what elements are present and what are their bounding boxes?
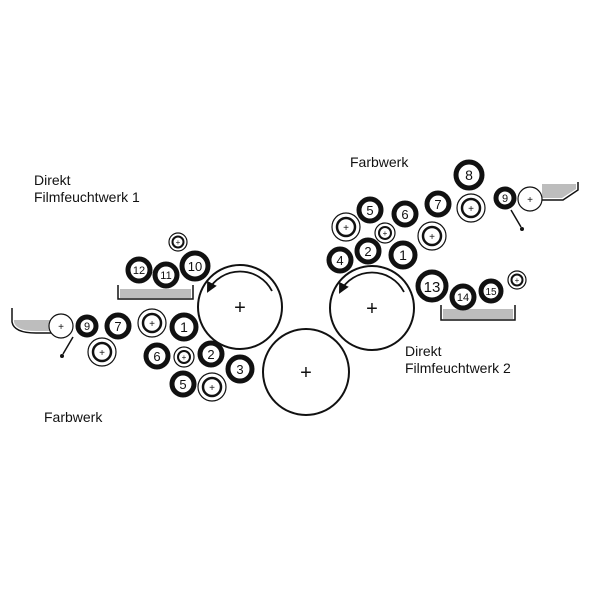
blanket-cylinder: + <box>262 328 350 416</box>
roller-left-9: 9 <box>75 314 99 338</box>
svg-text:+: + <box>429 232 435 243</box>
svg-text:1: 1 <box>180 319 188 335</box>
label-farbwerk-left: Farbwerk <box>44 409 103 425</box>
roller-right-2: 2 <box>354 237 382 265</box>
svg-text:2: 2 <box>207 347 214 362</box>
svg-text:+: + <box>515 276 520 285</box>
svg-text:6: 6 <box>401 207 408 222</box>
roller-right-1: 1 <box>388 240 418 270</box>
svg-text:14: 14 <box>457 292 469 304</box>
svg-text:+: + <box>176 238 181 247</box>
label-line: Filmfeuchtwerk 2 <box>405 360 511 376</box>
tray-left-ink <box>11 308 62 334</box>
label-farbwerk-right: Farbwerk <box>350 154 409 170</box>
svg-text:+: + <box>99 348 105 359</box>
plus-mark: + <box>234 297 246 319</box>
svg-text:12: 12 <box>133 265 145 277</box>
tray-right-dampening <box>440 305 516 321</box>
plus-roller: + <box>456 193 486 223</box>
roller-left-6: 6 <box>143 342 171 370</box>
roller-left-5: 5 <box>169 370 197 398</box>
plus-roller: + <box>374 222 396 244</box>
doctor-blade-right <box>510 209 522 228</box>
svg-text:+: + <box>343 223 349 234</box>
roller-right-14: 14 <box>449 283 477 311</box>
plus-mark: + <box>300 362 312 384</box>
tray-left-dampening <box>117 285 194 300</box>
label-line: Filmfeuchtwerk 1 <box>34 189 140 205</box>
roller-right-8: 8 <box>453 159 485 191</box>
svg-text:4: 4 <box>336 253 343 268</box>
svg-text:6: 6 <box>153 349 160 364</box>
label-line: Direkt <box>405 343 442 359</box>
roller-left-3: 3 <box>225 354 255 384</box>
svg-text:7: 7 <box>114 319 121 334</box>
plate-cylinder-left: + <box>197 264 283 350</box>
svg-text:5: 5 <box>179 377 186 392</box>
roller-right-5: 5 <box>356 196 384 224</box>
roller-left-10: 10 <box>179 250 211 282</box>
svg-text:+: + <box>182 353 187 362</box>
roller-right-15: 15 <box>478 278 504 304</box>
svg-text:11: 11 <box>160 270 171 282</box>
svg-text:+: + <box>209 383 215 394</box>
plus-roller: + <box>507 270 527 290</box>
plus-mark: + <box>366 298 378 320</box>
label-direkt-filmfeuchtwerk-2: Direkt Filmfeuchtwerk 2 <box>405 343 511 377</box>
plus-roller: + <box>197 372 227 402</box>
svg-text:9: 9 <box>502 193 508 205</box>
label-direkt-filmfeuchtwerk-1: Direkt Filmfeuchtwerk 1 <box>34 172 140 206</box>
plus-roller: + <box>48 313 74 339</box>
plus-roller: + <box>87 337 117 367</box>
plus-roller: + <box>331 212 361 242</box>
svg-text:2: 2 <box>364 244 371 259</box>
svg-text:13: 13 <box>424 279 441 296</box>
roller-left-7: 7 <box>104 312 132 340</box>
plate-cylinder-right: + <box>329 265 415 351</box>
svg-text:3: 3 <box>236 362 243 377</box>
svg-text:5: 5 <box>366 203 373 218</box>
svg-text:+: + <box>527 195 533 206</box>
roller-right-13: 13 <box>415 269 449 303</box>
roller-right-9: 9 <box>493 186 517 210</box>
label-line: Direkt <box>34 172 71 188</box>
tray-right-ink <box>540 182 579 201</box>
plus-roller: + <box>517 186 543 212</box>
roller-left-1: 1 <box>169 312 199 342</box>
plus-roller: + <box>173 346 195 368</box>
plus-roller: + <box>137 308 167 338</box>
svg-text:8: 8 <box>465 167 473 183</box>
svg-text:+: + <box>468 204 474 215</box>
svg-text:1: 1 <box>399 247 407 263</box>
svg-text:9: 9 <box>84 321 90 333</box>
roller-right-4: 4 <box>326 246 354 274</box>
doctor-blade-left <box>62 336 74 355</box>
roller-left-12: 12 <box>125 256 153 284</box>
svg-text:+: + <box>58 322 64 333</box>
roller-right-7: 7 <box>424 190 452 218</box>
svg-text:+: + <box>383 229 388 238</box>
svg-text:+: + <box>149 319 155 330</box>
roller-right-6: 6 <box>391 200 419 228</box>
svg-text:15: 15 <box>485 287 497 298</box>
roller-left-2: 2 <box>197 340 225 368</box>
roller-left-11: 11 <box>152 261 180 289</box>
plus-roller: + <box>168 232 188 252</box>
svg-text:10: 10 <box>188 259 202 274</box>
plus-roller: + <box>417 221 447 251</box>
svg-text:7: 7 <box>434 197 441 212</box>
